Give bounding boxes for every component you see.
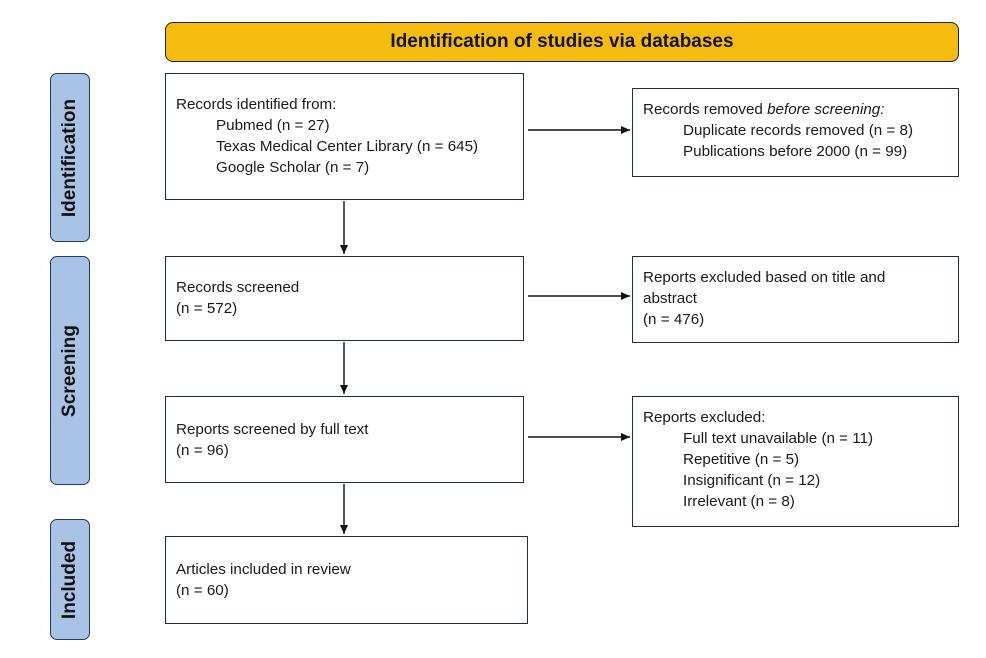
records-removed-heading-italic: before screening:	[767, 101, 885, 118]
duplicate-records-removed: Duplicate records removed (n = 8)	[683, 122, 914, 139]
excluded-insignificant: Insignificant (n = 12)	[683, 472, 821, 489]
reports-excluded-box: Reports excluded: Full text unavailable …	[632, 396, 959, 527]
records-screened-count: (n = 572)	[176, 300, 238, 317]
phase-label-screening: Screening	[50, 256, 90, 485]
reports-excluded-title-abstract-line1: Reports excluded based on title and	[643, 269, 886, 286]
articles-included-label: Articles included in review	[176, 561, 351, 578]
excluded-repetitive: Repetitive (n = 5)	[683, 451, 800, 468]
records-identified-box: Records identified from: Pubmed (n = 27)…	[165, 73, 524, 200]
records-screened-box: Records screened (n = 572)	[165, 256, 524, 341]
records-removed-heading-plain: Records removed	[643, 101, 768, 118]
articles-included-box: Articles included in review (n = 60)	[165, 536, 528, 624]
source-texas-medical-center-library: Texas Medical Center Library (n = 645)	[216, 138, 479, 155]
excluded-full-text-unavailable: Full text unavailable (n = 11)	[683, 430, 874, 447]
source-pubmed: Pubmed (n = 27)	[216, 117, 330, 134]
phase-label-identification: Identification	[50, 73, 90, 242]
reports-full-text-label: Reports screened by full text	[176, 421, 369, 438]
reports-full-text-box: Reports screened by full text (n = 96)	[165, 396, 524, 483]
records-identified-heading: Records identified from:	[176, 96, 337, 113]
source-google-scholar: Google Scholar (n = 7)	[216, 159, 370, 176]
reports-excluded-title-abstract-box: Reports excluded based on title and abst…	[632, 256, 959, 343]
diagram-title-banner: Identification of studies via databases	[165, 22, 959, 62]
phase-label-included: Included	[50, 519, 90, 640]
records-screened-label: Records screened	[176, 279, 300, 296]
reports-excluded-heading: Reports excluded:	[643, 409, 766, 426]
records-removed-heading: Records removed before screening:	[643, 99, 948, 120]
reports-excluded-title-abstract-line2: abstract	[643, 290, 698, 307]
publications-before-2000: Publications before 2000 (n = 99)	[683, 143, 908, 160]
reports-full-text-count: (n = 96)	[176, 442, 229, 459]
articles-included-count: (n = 60)	[176, 582, 229, 599]
excluded-irrelevant: Irrelevant (n = 8)	[683, 493, 795, 510]
reports-excluded-title-abstract-count: (n = 476)	[643, 311, 705, 328]
records-removed-box: Records removed before screening: Duplic…	[632, 88, 959, 177]
diagram-title: Identification of studies via databases	[390, 31, 734, 52]
